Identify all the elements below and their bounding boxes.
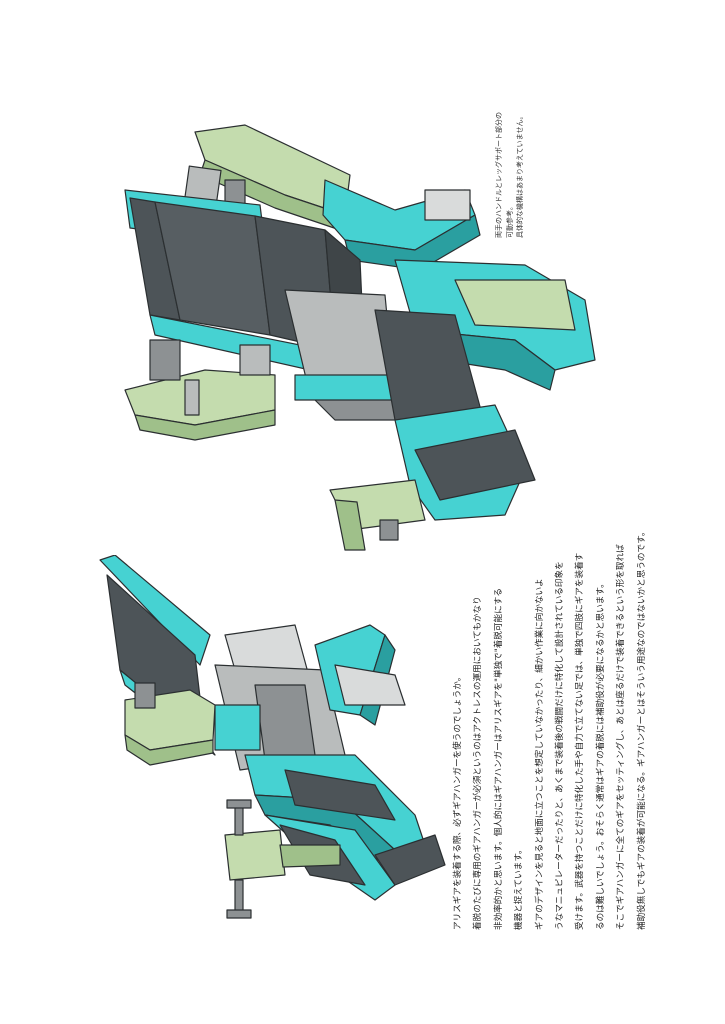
- body-paragraphs: アリスギアを装着する際、必ずギアハンガーを使うのでしょうか。 着脱のたびに専用の…: [448, 527, 652, 930]
- note-line: 具体的な機構はあまり考えていません。: [516, 112, 524, 238]
- note-line: 可動参考。: [505, 203, 514, 238]
- note-line: 両手のハンドルとレッグサポート部分の: [495, 112, 503, 238]
- body-line: 機器と捉えています。: [514, 845, 525, 930]
- movement-note: 両手のハンドルとレッグサポート部分の 可動参考。 具体的な機構はあまり考えていま…: [494, 78, 526, 238]
- body-line: 非効率的かと思います。個人的にはギアハンガーはアリスギアを"単独で"着脱可能にす…: [493, 588, 504, 930]
- body-line: ギアのデザインを見ると地面に立つことを想定していなかったり、細かい作業に向かない…: [534, 578, 545, 930]
- body-line: うなマニュピレーターだったりと、あくまで装着後の戦闘だけに特化して設計されている…: [555, 561, 566, 930]
- body-line: 受けます。武器を持つことだけに特化した手や自力で立てない足では、単独で四肢にギア…: [575, 552, 586, 930]
- body-line: そこでギアハンガーに全てのギアをセッティングし、あとは座るだけで装着できるという…: [616, 544, 627, 930]
- body-line: 着脱のたびに専用のギアハンガーが必須というのはアクトレスの運用においてもかなり: [473, 596, 484, 930]
- gear-hanger-illustration-folded: [99, 555, 446, 919]
- gear-hanger-illustration-open: [124, 124, 596, 551]
- body-line: るのは難しいでしょう。おそらく通常はギアの着脱には補助役が必要になるかと思います…: [595, 579, 606, 930]
- body-line: 補助役無しでもギアの装着が可能になる。ギアハンガーとはそういう用途なのではないか…: [636, 527, 647, 930]
- body-line: アリスギアを装着する際、必ずギアハンガーを使うのでしょうか。: [453, 672, 463, 930]
